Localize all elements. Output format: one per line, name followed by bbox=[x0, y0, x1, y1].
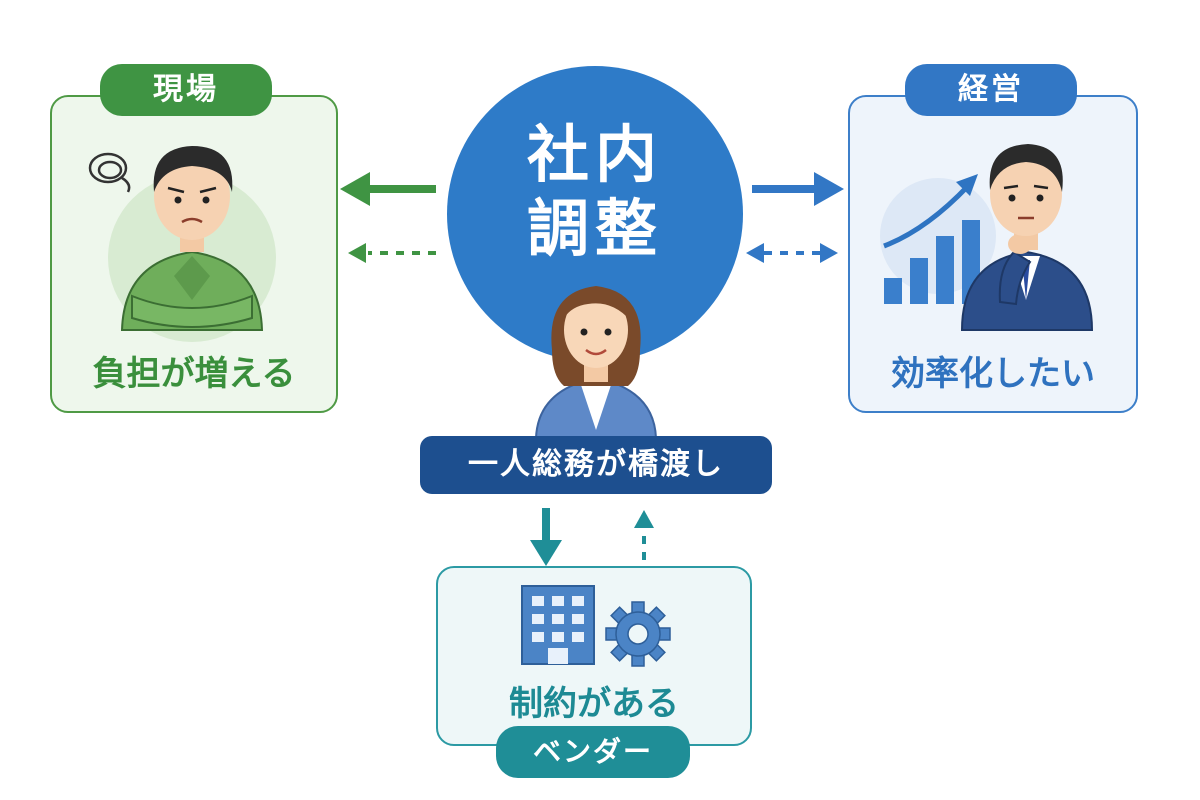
general-affairs-person-illustration bbox=[534, 286, 658, 439]
management-tag: 経営 bbox=[905, 64, 1077, 116]
arrow-to-field bbox=[340, 172, 436, 206]
center-title-line2: 調整 bbox=[526, 192, 663, 265]
building-icon bbox=[521, 585, 595, 665]
internal-coordination-title: 社内 調整 bbox=[447, 118, 743, 266]
gear-icon bbox=[605, 601, 671, 667]
dotted-arrow-to-field bbox=[348, 243, 436, 263]
arrow-to-vendor bbox=[530, 508, 562, 566]
worry-scribble-icon bbox=[88, 152, 131, 193]
manager-illustration bbox=[880, 144, 1094, 331]
field-worker-illustration bbox=[88, 146, 276, 342]
center-title-line1: 社内 bbox=[526, 118, 663, 191]
field-tag: 現場 bbox=[100, 64, 272, 116]
dotted-double-arrow-management bbox=[746, 243, 838, 263]
bridge-label: 一人総務が橋渡し bbox=[420, 436, 772, 494]
vendor-caption: 制約がある bbox=[509, 684, 679, 724]
field-caption: 負担が増える bbox=[92, 354, 296, 394]
management-caption: 効率化したい bbox=[891, 354, 1095, 394]
dotted-arrow-from-vendor bbox=[634, 510, 654, 560]
arrow-to-management bbox=[752, 172, 844, 206]
vendor-tag: ベンダー bbox=[496, 726, 690, 778]
